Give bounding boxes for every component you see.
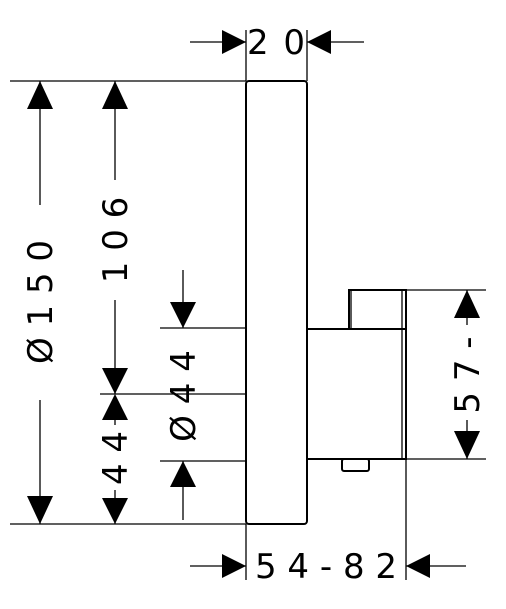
- dimension-label-overall-diameter: Ø 1 5 0: [21, 240, 61, 364]
- cover-plate: [245, 80, 308, 525]
- dimension-upper-height: 1 0 6: [96, 81, 136, 394]
- valve-body: [307, 289, 407, 460]
- valve-nipple: [341, 458, 370, 472]
- dimension-center-diameter: Ø 4 4: [164, 270, 204, 520]
- product-outline: [245, 80, 407, 525]
- extension-lines: [10, 30, 486, 580]
- dimension-bottom-width: 5 4 - 8 2: [190, 547, 466, 587]
- dimension-label-upper-height: 1 0 6: [96, 197, 136, 284]
- dimension-label-top: 2 0: [247, 23, 307, 63]
- dimension-right-height: 5 7 -: [448, 290, 488, 459]
- dimension-lower-height: 4 4: [96, 394, 136, 524]
- dimension-label-lower-height: 4 4: [96, 431, 136, 485]
- dimension-top-width: 2 0: [190, 23, 364, 63]
- dimension-label-center-diameter: Ø 4 4: [164, 350, 204, 442]
- dimension-label-bottom: 5 4 - 8 2: [255, 547, 397, 587]
- dimension-overall-diameter: Ø 1 5 0: [21, 81, 61, 524]
- dimension-label-right-height: 5 7 -: [448, 336, 488, 413]
